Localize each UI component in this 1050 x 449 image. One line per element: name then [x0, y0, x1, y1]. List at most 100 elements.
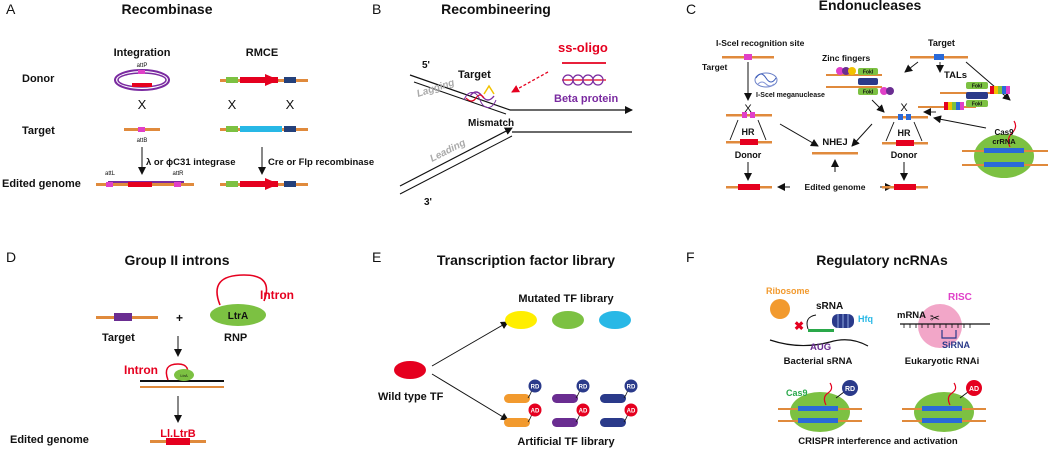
tals-label: TALs	[944, 70, 967, 81]
ad-effector	[966, 380, 982, 396]
zfn-spacer	[858, 78, 878, 85]
panel-a: A Recombinase Integration RMCE Donor Tar…	[2, 1, 374, 190]
tal-repeat-8	[952, 102, 956, 110]
crispra-guide-hairpin	[947, 382, 957, 406]
zfn-foki-label-2: FokI	[863, 90, 874, 96]
ltra-label: LtrA	[228, 311, 249, 322]
mutant-tf-blue	[599, 311, 631, 329]
meganuclease-fold-1	[754, 72, 778, 88]
hfq-label: Hfq	[858, 314, 873, 324]
scissors-icon: ✂	[930, 311, 940, 325]
tal-repeat-6	[944, 102, 948, 110]
left-cut-site-b	[750, 112, 755, 118]
d-target-label: Target	[102, 332, 135, 344]
talen-foki-2	[966, 100, 988, 107]
attl-site	[106, 182, 113, 187]
three-prime-label: 3'	[424, 197, 432, 208]
d-edited-genome-label: Edited genome	[10, 434, 89, 446]
ltra-protein	[210, 304, 266, 326]
target-row-label: Target	[22, 125, 55, 137]
zf-to-cut-arrow	[871, 99, 885, 113]
arrow-to-artificial	[431, 373, 509, 421]
cas9-to-cut-arrow	[933, 115, 987, 129]
rmce-cross-2: X	[286, 97, 295, 112]
rmce-edited-site-2	[284, 181, 296, 187]
rmce-label: RMCE	[246, 47, 278, 59]
artificial-tf-1-ad: AD	[504, 403, 542, 427]
integrated-red-segment	[128, 182, 152, 187]
rmce-cross-1: X	[228, 97, 237, 112]
intermediate-dna-bottom	[140, 386, 224, 388]
edited-row-label: Edited genome	[2, 178, 81, 190]
isce1-site-label: I-SceI recognition site	[716, 38, 805, 48]
integration-cross: X	[138, 97, 147, 112]
panel-c-letter: C	[686, 1, 696, 17]
eukaryotic-rnai-label: Eukaryotic RNAi	[905, 356, 979, 367]
right-hr-line-1	[885, 121, 895, 142]
right-hr-line-2	[913, 121, 923, 142]
tf-body-orange-ad	[504, 418, 530, 427]
f-rd-label: RD	[845, 386, 855, 393]
tal-repeat-5	[1006, 86, 1010, 94]
panel-c-title: Endonucleases	[819, 0, 922, 13]
ribosome-block-mark: ✖	[794, 319, 804, 333]
tf-body-orange-rd	[504, 394, 530, 403]
talen-foki-1	[966, 82, 988, 89]
zinc-finger-nuclease: FokI FokI	[826, 67, 894, 96]
mrna-label: mRNA	[897, 310, 926, 321]
attr-label: attR	[172, 171, 184, 177]
d-target-site	[114, 313, 132, 321]
rd-label-2: RD	[579, 385, 588, 391]
panel-d-letter: D	[6, 249, 16, 265]
ss-oligo-arrow	[511, 71, 549, 93]
zf-domain-5	[886, 87, 894, 95]
isce1-site	[744, 54, 752, 60]
crispra-site-bottom	[922, 418, 962, 423]
c-target-left-label: Target	[702, 62, 728, 72]
right-cut-site-b	[906, 114, 911, 120]
leading-strand	[399, 127, 513, 187]
intron-rna-loop	[216, 274, 268, 306]
rd-label-3: RD	[627, 385, 636, 391]
srna-label: sRNA	[816, 301, 843, 312]
nhej-dna	[812, 152, 858, 155]
rmce-edited-cassette	[240, 181, 278, 187]
talen-foki-label-2: FokI	[972, 102, 983, 108]
aug-label: AUG	[810, 342, 831, 353]
ribosome	[770, 299, 790, 319]
zfn-foki-label-1: FokI	[863, 70, 874, 76]
intron-label-2: Intron	[124, 363, 158, 377]
panel-e: E Transcription factor library Wild type…	[372, 249, 638, 448]
rmce-edited-site-1	[226, 181, 238, 187]
tal-effector-nuclease: FokI FokI	[918, 82, 1010, 110]
rmce-donor-arrowhead	[265, 74, 279, 86]
ad-domain-2	[576, 403, 590, 417]
donor-row-label: Donor	[22, 73, 55, 85]
recombinase-label: Cre or Flp recombinase	[268, 157, 374, 168]
right-cut-site-a	[898, 114, 903, 120]
mutant-tf-yellow	[505, 311, 537, 329]
intermediate-ltra	[174, 369, 194, 381]
ll-ltrb-label: Ll.LtrB	[160, 428, 195, 440]
isce1-cut-mark: X	[744, 103, 752, 115]
sirna-label: SiRNA	[942, 340, 971, 350]
dcas9-ad-complex: AD	[902, 380, 986, 432]
panel-e-title: Transcription factor library	[437, 252, 615, 268]
zf-domain-3	[848, 67, 856, 75]
hfq-protein	[832, 314, 854, 328]
attb-site	[138, 127, 145, 132]
d-plus-sign: +	[176, 311, 183, 325]
tal-repeat-3	[998, 86, 1002, 94]
rmce-target-site-2	[284, 126, 296, 132]
rmce-edited-arrowhead	[265, 178, 279, 190]
meganuclease-label: I-SceI meganuclease	[756, 92, 825, 99]
mutated-library-label: Mutated TF library	[518, 293, 614, 305]
panel-b: B Recombineering 5' 3' Lagging Leading T…	[372, 1, 633, 208]
zf-domain-1	[836, 67, 844, 75]
zfn-foki-1	[858, 68, 878, 75]
tf-body-purple-rd	[552, 394, 578, 403]
rmce-donor-cassette	[240, 77, 278, 83]
cas9-target-site-bottom	[984, 162, 1024, 167]
right-cut-dna	[882, 116, 928, 119]
meganuclease-fold-3	[757, 81, 775, 87]
